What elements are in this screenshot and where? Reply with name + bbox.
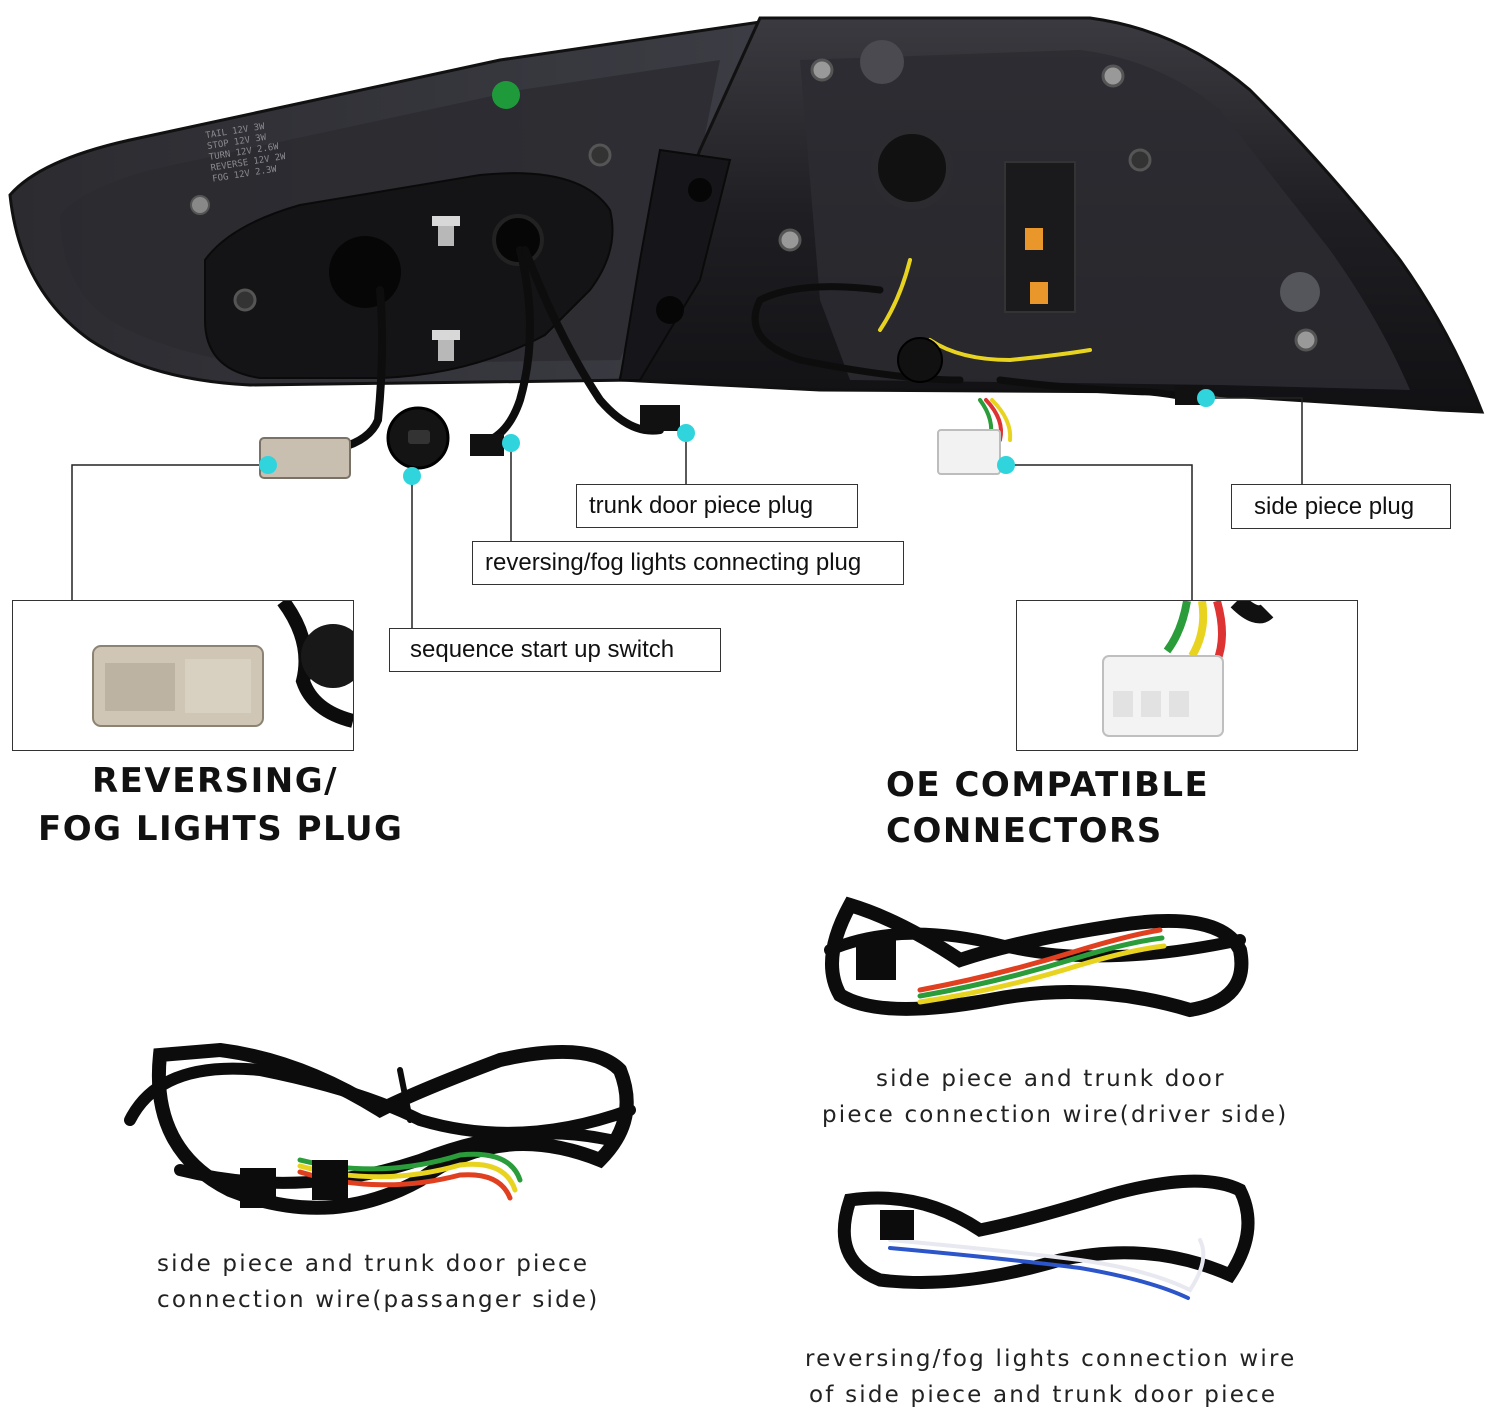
callout-label: trunk door piece plug [589,492,814,519]
marker-dot [677,424,695,442]
marker-dot [997,456,1015,474]
caption-driver-line1: side piece and trunk door [876,1066,1226,1092]
caption-fog-wire-line2: of side piece and trunk door piece [809,1382,1278,1408]
caption-driver-line2: piece connection wire(driver side) [822,1102,1289,1128]
driver-side-harness [824,896,1249,1018]
caption-fog-wire-line1: reversing/fog lights connection wire [805,1346,1297,1372]
plugs [259,385,1203,479]
fog-plug-closeup [92,601,353,728]
leader-lines [71,397,1303,628]
callout-trunk-door-plug: trunk door piece plug [576,484,858,528]
caption-passenger-line1: side piece and trunk door piece [157,1251,590,1277]
callout-side-piece-plug: side piece plug [1231,484,1451,529]
fog-plug-inset [12,600,354,751]
fog-reversing-harness [837,1174,1255,1300]
callout-label: sequence start up switch [410,636,675,663]
trunk-plug-shape [640,405,680,431]
oe-connector-inset [1016,600,1358,751]
passenger-side-harness [124,1042,636,1215]
heading-fog-line1: REVERSING/ [92,761,339,801]
caption-passenger-line2: connection wire(passanger side) [157,1287,600,1313]
callout-label: side piece plug [1254,492,1415,520]
callout-markers [259,389,1215,485]
callout-reversing-fog-connecting-plug: reversing/fog lights connecting plug [472,541,904,585]
reversing-plug-shape [470,434,504,456]
marker-dot [502,434,520,452]
callout-sequence-switch: sequence start up switch [389,628,721,672]
heading-oe-connectors: OE COMPATIBLE CONNECTORS [886,765,1210,851]
oe-connector-closeup [1102,601,1274,737]
side-plug-shape [1175,385,1203,405]
marker-dot [259,456,277,474]
marker-dot [1197,389,1215,407]
heading-fog-line2: FOG LIGHTS PLUG [38,809,404,849]
oe-connector-shape [937,429,1001,475]
callout-label: reversing/fog lights connecting plug [485,549,862,576]
marker-dot [403,467,421,485]
trunk-lamp-piece [8,20,762,387]
fog-plug-shape [259,437,351,479]
side-lamp-piece [618,16,1485,414]
